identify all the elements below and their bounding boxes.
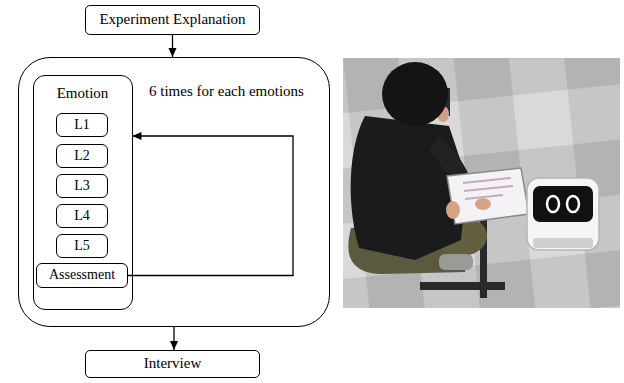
carpet-floor-part: [343, 58, 620, 308]
node-text: Experiment Explanation: [99, 11, 245, 28]
robot-figure-part: [527, 178, 599, 250]
robot-figure-part: [533, 238, 593, 248]
level-box: L2: [56, 144, 108, 168]
robot-figure-part: [533, 186, 593, 222]
emotion-group: EmotionL1L2L3L4L5Assessment: [33, 75, 133, 310]
photo-scene: [343, 58, 620, 308]
level-box: L1: [56, 113, 108, 137]
person-figure: [348, 62, 487, 274]
tablet-device-part: [475, 198, 491, 210]
node-text: L5: [74, 238, 90, 254]
process-box: Experiment Explanation: [85, 5, 260, 35]
tablet-device: [446, 168, 529, 224]
tablet-device-part: [446, 201, 460, 219]
node-text: Emotion: [57, 85, 109, 102]
carpet-floor: [343, 58, 620, 308]
level-box: L4: [56, 204, 108, 228]
floor-tape-part: [420, 282, 505, 290]
robot-figure: [527, 178, 599, 250]
tablet-device-part: [447, 168, 529, 224]
flow-arrow: [173, 327, 174, 350]
robot-figure-part: [547, 196, 559, 212]
node-text: Assessment: [49, 267, 115, 283]
person-figure-part: [382, 62, 448, 126]
node-text: L1: [74, 117, 90, 133]
phase-frame: 6 times for each emotions EmotionL1L2L3L4…: [18, 57, 330, 327]
node-text: L2: [74, 148, 90, 164]
node-text: 6 times for each emotions: [149, 83, 304, 100]
node-text: L4: [74, 208, 90, 224]
flow-arrow: [172, 35, 173, 57]
node-text: Interview: [144, 355, 201, 372]
tablet-device-part: [463, 178, 511, 183]
node-text: L3: [74, 178, 90, 194]
tablet-device-part: [464, 186, 513, 191]
assessment-box: Assessment: [36, 263, 128, 288]
flow-arrow: [128, 136, 293, 276]
level-box: L3: [56, 174, 108, 198]
robot-figure-part: [567, 196, 579, 212]
person-figure-part: [439, 254, 473, 270]
process-box: Interview: [85, 350, 260, 378]
level-box: L5: [56, 234, 108, 258]
